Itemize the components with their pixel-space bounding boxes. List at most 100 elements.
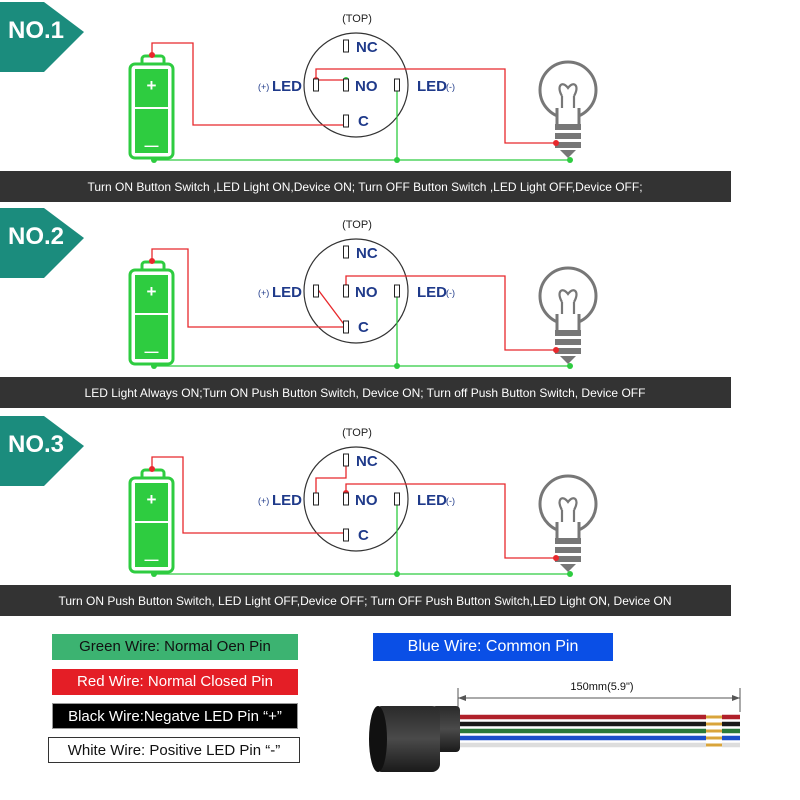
bulb-glass [538, 266, 598, 326]
pin-no [343, 78, 349, 92]
pin-led-positive [313, 78, 319, 92]
bulb-tip [560, 356, 576, 364]
bulb-base-3 [555, 348, 581, 354]
wire-node [149, 258, 155, 264]
led-left-label: LED [272, 284, 302, 301]
battery-plus-sign: + [147, 490, 157, 509]
battery-to-common-wire [151, 42, 346, 126]
battery-plus-sign: + [147, 282, 157, 301]
caption-bar [0, 377, 731, 408]
bulb-filament-shifted [558, 289, 578, 314]
pin-c [343, 528, 349, 542]
bulb-base-3 [555, 556, 581, 562]
wire-node [553, 555, 559, 561]
legend-green-text: Green Wire: Normal Oen Pin [79, 638, 271, 655]
wire-node [151, 157, 157, 163]
section-number: NO.3 [8, 431, 64, 458]
section-number: NO.2 [8, 223, 64, 250]
pin-nc [343, 245, 349, 259]
switch-outline [303, 32, 409, 138]
wire-node [149, 52, 155, 58]
battery-minus-sign: — [145, 137, 159, 153]
battery-minus-sign: — [145, 343, 159, 359]
legend-black-text: Black Wire:Negatve LED Pin “+” [68, 708, 282, 725]
caption-text: LED Light Always ON;Turn ON Push Button … [85, 386, 646, 400]
legend-black-wire: Black Wire:Negatve LED Pin “+” [52, 703, 298, 729]
battery-fill-top [135, 275, 168, 313]
switch-top-label: (TOP) [342, 427, 372, 439]
bulb-neck-mask [556, 320, 580, 328]
battery-fill-bottom [135, 523, 168, 567]
led-right-sign: (-) [446, 288, 455, 298]
legend-red-wire: Red Wire: Normal Closed Pin [52, 669, 298, 695]
legend-blue-wire: Blue Wire: Common Pin [373, 633, 613, 661]
wire-node [151, 571, 157, 577]
pin-nc-label: NC [356, 453, 378, 470]
switch-top-label: (TOP) [342, 13, 372, 25]
switch-top-label: (TOP) [342, 219, 372, 231]
bulb-filament-shifted [558, 83, 578, 108]
led-right-sign: (-) [446, 496, 455, 506]
battery-minus-sign: — [145, 551, 159, 567]
pin-nc [343, 39, 349, 53]
battery-fill-top [135, 483, 168, 521]
bulb-base-2 [555, 547, 581, 553]
bulb-tip [560, 150, 576, 158]
legend-blue-text: Blue Wire: Common Pin [407, 638, 579, 655]
switch-outline [303, 238, 409, 344]
bulb-neck-mask [556, 114, 580, 122]
wire-node [394, 571, 400, 577]
bulb-base-2 [555, 339, 581, 345]
led-left-sign: (+) [258, 496, 269, 506]
section-badge [0, 208, 84, 278]
pin-led-negative [394, 78, 400, 92]
bulb-base-2 [555, 133, 581, 139]
battery-plus-sign: + [147, 76, 157, 95]
wire-node [149, 466, 155, 472]
caption-text: Turn ON Button Switch ,LED Light ON,Devi… [87, 180, 642, 194]
wire-node [567, 157, 573, 163]
pin-no [343, 492, 349, 506]
pin-no-label: NO [355, 284, 378, 301]
battery-fill-bottom [135, 109, 168, 153]
led-right-label: LED [417, 284, 447, 301]
led-to-nc-wire [315, 459, 347, 493]
pin-c-label: C [358, 113, 369, 130]
wire-node [553, 140, 559, 146]
pin-c-label: C [358, 319, 369, 336]
connector-face [369, 706, 387, 772]
bulb-neck-mask [556, 528, 580, 536]
cable-length-label: 150mm(5.9") [570, 681, 633, 693]
bulb-base-1 [555, 124, 581, 130]
led-to-common-wire [315, 286, 347, 328]
pin-nc-label: NC [356, 245, 378, 262]
pin-no [343, 284, 349, 298]
bulb-base-3 [555, 142, 581, 148]
wire-node [567, 571, 573, 577]
pin-led-negative [394, 284, 400, 298]
led-right-sign: (-) [446, 82, 455, 92]
bulb-filament-shifted [558, 497, 578, 522]
legend-red-text: Red Wire: Normal Closed Pin [77, 673, 273, 690]
battery-to-common-wire [151, 248, 346, 328]
dimension-arrow-left [458, 695, 466, 701]
led-right-label: LED [417, 78, 447, 95]
battery-fill-top [135, 69, 168, 107]
bulb-base-1 [555, 330, 581, 336]
legend-white-text: White Wire: Positive LED Pin “-” [67, 742, 281, 759]
pin-c [343, 114, 349, 128]
switch-outline [303, 446, 409, 552]
pin-led-positive [313, 284, 319, 298]
bulb-base-1 [555, 538, 581, 544]
bulb-glass [538, 60, 598, 120]
pin-no-label: NO [355, 78, 378, 95]
led-left-sign: (+) [258, 82, 269, 92]
no-to-bulb-wire [315, 68, 556, 144]
caption-bar [0, 171, 731, 202]
pin-c [343, 320, 349, 334]
no-to-bulb-wire [345, 275, 556, 351]
pin-led-positive [313, 492, 319, 506]
